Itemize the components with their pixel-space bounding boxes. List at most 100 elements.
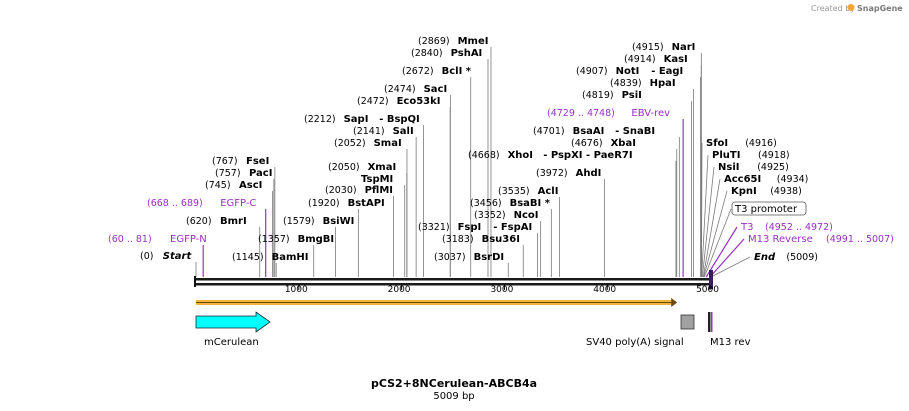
start-cap [194, 276, 196, 287]
map-title: pCS2+8NCerulean-ABCB4a [371, 377, 537, 390]
credit-text: Created by [811, 4, 855, 13]
site-name: NarI [672, 42, 696, 53]
site-name: BamHI [272, 252, 309, 263]
site-extra: - SnaBI [615, 126, 655, 137]
site-name: T3 [740, 222, 753, 233]
site-name: NotI [616, 66, 640, 77]
site-name: EBV-rev [631, 108, 670, 119]
site-xmai[interactable]: (2050)XmaI [328, 162, 396, 173]
feature-sv40-poly-a-signal[interactable]: SV40 poly(A) signal [586, 314, 695, 348]
site-pshai[interactable]: (2840)PshAI [411, 48, 482, 59]
site-ebv-rev[interactable]: (4729 .. 4748)EBV-rev [547, 108, 670, 119]
site-connector [701, 142, 703, 278]
site-position: (3456) [470, 198, 502, 209]
site-position: (4701) [533, 126, 565, 137]
site-bmri[interactable]: (620)BmrI [186, 216, 247, 227]
site-bcli[interactable]: (2672)BclI * [402, 66, 472, 77]
site-end[interactable]: (5009)End [754, 252, 818, 263]
site-bsrdi[interactable]: (3037)BsrDI [434, 252, 504, 263]
site-tspmi[interactable]: TspMI [361, 174, 393, 185]
site-name: Start [163, 251, 193, 262]
site-name: PshAI [451, 48, 483, 59]
site-name: FspI [458, 222, 482, 233]
site-pluti[interactable]: (4918)PluTI [712, 150, 790, 161]
site-smai[interactable]: (2052)SmaI [334, 138, 402, 149]
site-position: (4952 .. 4972) [765, 222, 833, 233]
site-labels: (0) Start (60 .. 81)EGFP-N (620)BmrI (668 ..… [108, 36, 894, 263]
site-mmei[interactable]: (2869)MmeI [418, 36, 488, 47]
site-ncoi[interactable]: (3352)NcoI [474, 210, 538, 221]
site-position: (4668) [468, 150, 500, 161]
site-name: PsiI [622, 90, 642, 101]
site-position: (0) [140, 251, 153, 262]
site-egfp-c[interactable]: (668 .. 689)EGFP-C [147, 198, 256, 209]
site-name: BmgBI [298, 234, 335, 245]
site-position: (4915) [632, 42, 664, 53]
site-bmgbi[interactable]: (1357)BmgBI [258, 234, 334, 245]
site-position: (3352) [474, 210, 506, 221]
site-psii[interactable]: (4819)PsiI [582, 90, 642, 101]
site-hpai[interactable]: (4839)HpaI [610, 78, 676, 89]
site-ahdi[interactable]: (3972)AhdI [536, 168, 601, 179]
site-t3-promoter[interactable]: T3 promoter [731, 201, 807, 216]
site-name: SapI [344, 114, 369, 125]
site-bsabi[interactable]: (3456)BsaBI * [470, 198, 551, 209]
site-name: HpaI [650, 78, 676, 89]
site-position: (668 .. 689) [147, 198, 203, 209]
site-position: (4907) [576, 66, 608, 77]
site-fsei[interactable]: (767)FseI [212, 156, 269, 167]
ruler-tick-label: 2000 [388, 285, 411, 295]
site-nari[interactable]: (4915) NarI [632, 42, 695, 53]
site-xbai[interactable]: (4676)XbaI [571, 138, 636, 149]
site-name: PflMI [365, 185, 393, 196]
site-pflmi[interactable]: (2030)PflMI [325, 185, 393, 196]
feature-m13-rev[interactable]: M13 rev [708, 312, 751, 348]
site-position: (2141) [353, 126, 385, 137]
site-sapi[interactable]: (2212)SapI- BspQI [304, 114, 420, 125]
feature-label: SV40 poly(A) signal [586, 337, 684, 348]
site-eco53ki[interactable]: (2472)Eco53kI [357, 96, 441, 107]
site-sfoi[interactable]: (4916)SfoI [706, 138, 777, 149]
site-bstapi[interactable]: (1920)BstAPI [308, 198, 385, 209]
site-name: PluTI [712, 150, 740, 161]
site-kpni[interactable]: (4938)KpnI [731, 186, 802, 197]
site-position: (60 .. 81) [108, 234, 152, 245]
site-acc65i[interactable]: (4934)Acc65I [724, 174, 808, 185]
site-position: (4934) [777, 174, 809, 185]
site-m13-reverse[interactable]: (4991 .. 5007)M13 Reverse [748, 234, 894, 245]
site-asci[interactable]: (745)AscI [205, 180, 262, 191]
site-name: AscI [239, 180, 262, 191]
site-bsiwi[interactable]: (1579)BsiWI [283, 216, 354, 227]
site-position: (2050) [328, 162, 360, 173]
site-position: (1920) [308, 198, 340, 209]
site-extra: - BspQI [379, 114, 420, 125]
site-position: (4938) [770, 186, 802, 197]
site-start[interactable]: (0) Start [140, 251, 192, 262]
site-position: (4916) [745, 138, 777, 149]
site-t3[interactable]: (4952 .. 4972) T3 [740, 222, 833, 233]
site-saci[interactable]: (2474)SacI [384, 84, 447, 95]
site-position: (1145) [232, 252, 264, 263]
site-nsii[interactable]: (4925)NsiI [718, 162, 789, 173]
site-name: SmaI [374, 138, 402, 149]
site-bsu36i[interactable]: (3183)Bsu36I [442, 234, 520, 245]
feature-mcerulean[interactable]: mCerulean [195, 311, 271, 348]
site-bamhi[interactable]: (1145) BamHI [232, 252, 308, 263]
feature-label: mCerulean [204, 337, 259, 348]
site-paci[interactable]: (757)PacI [215, 168, 272, 179]
site-position: (2472) [357, 96, 389, 107]
site-name: TspMI [361, 174, 393, 185]
site-extra: - FspAI [493, 222, 532, 233]
site-xhoi[interactable]: (4668)XhoI- PspXI - PaeR7I [468, 150, 633, 161]
ruler-tick-label: 4000 [593, 285, 616, 295]
site-connector [703, 190, 728, 278]
site-sali[interactable]: (2141)SalI [353, 126, 414, 137]
site-fspi[interactable]: (3321)FspI- FspAI [418, 222, 532, 233]
site-kasi[interactable]: (4914)KasI [624, 54, 688, 65]
site-acli[interactable]: (3535)AclI [498, 186, 558, 197]
site-noti[interactable]: (4907)NotI- EagI [576, 66, 683, 77]
site-egfp-n[interactable]: (60 .. 81)EGFP-N [108, 234, 207, 245]
site-bsaai[interactable]: (4701)BsaAI- SnaBI [533, 126, 655, 137]
site-position: (4991 .. 5007) [826, 234, 894, 245]
